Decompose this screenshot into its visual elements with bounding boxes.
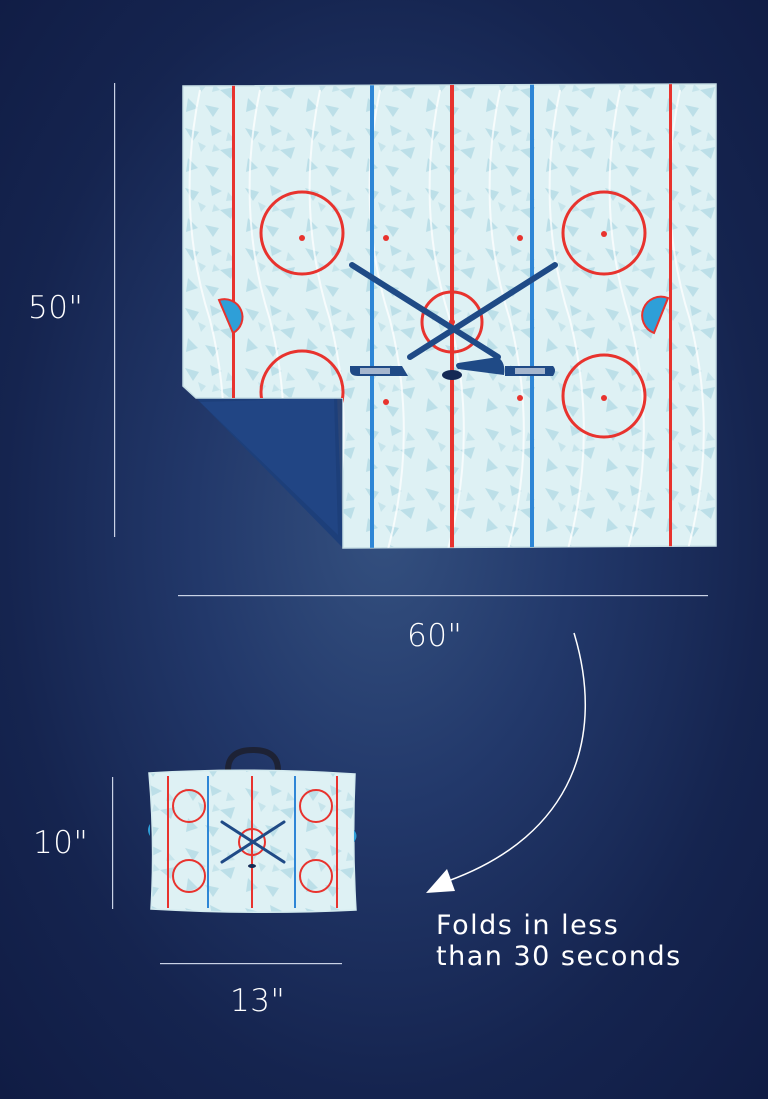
- folded-pillow-image: [148, 746, 357, 914]
- open-height-dimension-line: [114, 83, 116, 537]
- folded-height-label: 10": [33, 825, 89, 861]
- fold-caption-line-2: than 30 seconds: [436, 941, 682, 972]
- open-width-dimension-line: [178, 595, 708, 597]
- folded-width-label: 13": [230, 983, 286, 1019]
- folded-height-dimension-line: [112, 777, 114, 909]
- open-width-label: 60": [407, 618, 463, 654]
- fold-arrow-head: [426, 869, 455, 893]
- open-height-label: 50": [28, 290, 84, 326]
- folded-width-dimension-line: [160, 963, 342, 965]
- fold-caption: Folds in less than 30 seconds: [436, 910, 736, 972]
- fold-caption-line-1: Folds in less: [436, 910, 620, 941]
- fold-arrow: [447, 632, 586, 882]
